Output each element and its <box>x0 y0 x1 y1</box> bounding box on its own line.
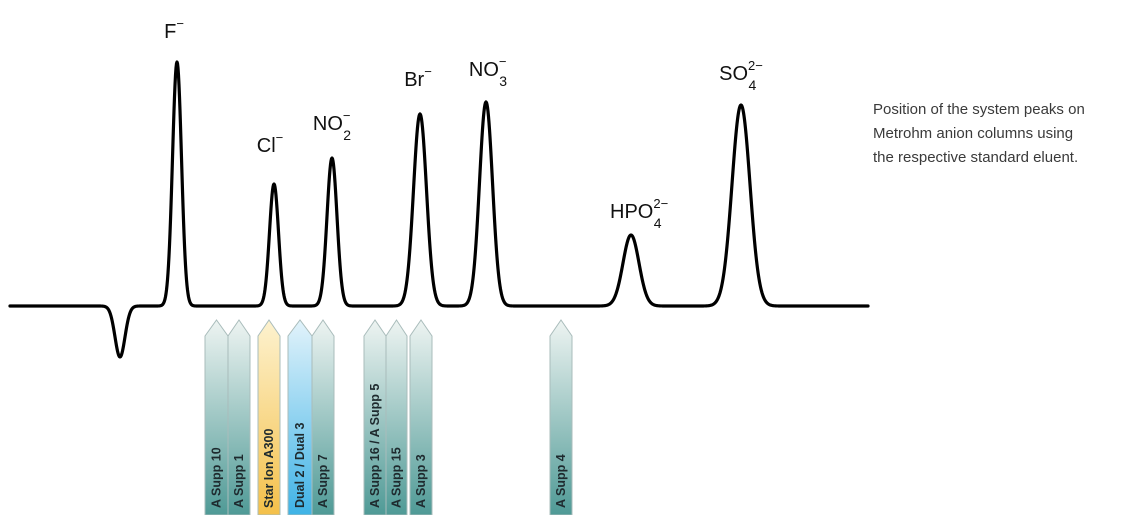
column-marker-arrow <box>363 319 387 515</box>
column-marker-a-supp-3: A Supp 3 <box>409 319 433 515</box>
column-markers: A Supp 10 A Supp 1 Star Ion A300 Dual 2 / D… <box>204 319 573 515</box>
column-marker-arrow <box>227 319 251 515</box>
peak-label-fluoride: F− <box>164 16 184 43</box>
peak-label-nitrite: NO−2 <box>313 108 351 143</box>
caption-line-1: Position of the system peaks on <box>873 101 1085 118</box>
column-marker-a-supp-7: A Supp 7 <box>311 319 335 515</box>
column-marker-label: A Supp 1 <box>232 454 246 508</box>
column-marker-label: Dual 2 / Dual 3 <box>293 423 307 508</box>
column-marker-arrow <box>385 319 408 515</box>
column-marker-a-supp-15: A Supp 15 <box>385 319 408 515</box>
column-marker-label: Star Ion A300 <box>262 429 276 508</box>
column-marker-a-supp-16-5: A Supp 16 / A Supp 5 <box>363 319 387 515</box>
column-marker-arrow <box>257 319 281 515</box>
column-marker-dual-2-3: Dual 2 / Dual 3 <box>287 319 313 515</box>
column-marker-arrow <box>549 319 573 515</box>
column-marker-label: A Supp 10 <box>210 447 224 508</box>
peak-label-nitrate: NO−3 <box>469 54 507 89</box>
column-marker-label: A Supp 15 <box>390 447 404 508</box>
column-marker-arrow <box>204 319 229 515</box>
column-marker-a-supp-1: A Supp 1 <box>227 319 251 515</box>
caption-line-2: Metrohm anion columns using <box>873 125 1074 142</box>
caption: Position of the system peaks on Metrohm … <box>873 98 1138 170</box>
caption-line-3: the respective standard eluent. <box>873 149 1079 166</box>
column-marker-arrow <box>287 319 313 515</box>
peak-label-sulfate: SO2−4 <box>719 58 763 93</box>
column-marker-a-supp-10: A Supp 10 <box>204 319 229 515</box>
column-marker-label: A Supp 7 <box>316 454 330 508</box>
peak-label-chloride: Cl− <box>257 130 283 157</box>
peak-label-bromide: Br− <box>404 64 432 91</box>
column-marker-label: A Supp 16 / A Supp 5 <box>368 384 382 508</box>
column-marker-a-supp-4: A Supp 4 <box>549 319 573 515</box>
column-marker-label: A Supp 3 <box>414 454 428 508</box>
column-marker-star-ion: Star Ion A300 <box>257 319 281 515</box>
column-marker-arrow <box>409 319 433 515</box>
column-marker-arrow <box>311 319 335 515</box>
chromatogram-trace <box>8 60 870 359</box>
column-marker-label: A Supp 4 <box>554 454 568 508</box>
peak-label-phosphate: HPO2−4 <box>610 196 668 231</box>
